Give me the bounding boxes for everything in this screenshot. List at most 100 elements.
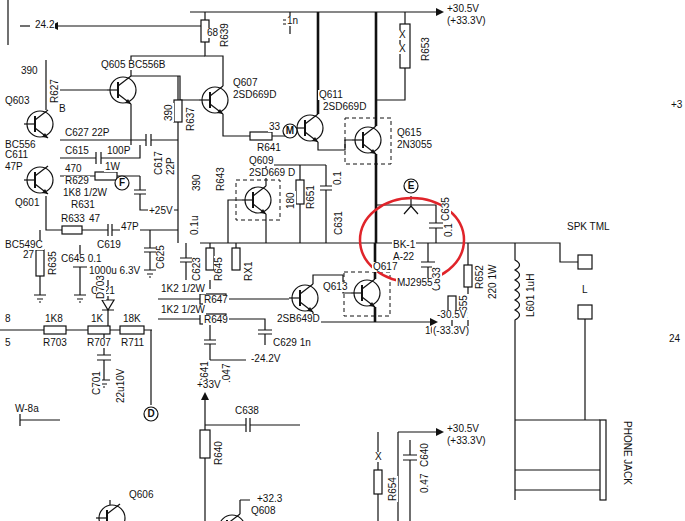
part-label: BK-1 xyxy=(392,240,416,250)
part-label: 470 xyxy=(64,164,83,174)
part-label: (-33.3V) xyxy=(432,326,470,336)
part-label: 390 xyxy=(164,103,174,122)
part-label: (+33.3V) xyxy=(446,436,487,446)
part-label: 390 xyxy=(20,66,39,76)
part-label: .047 xyxy=(222,363,232,384)
part-label: C615 xyxy=(64,146,90,156)
part-label: 0.1 xyxy=(333,170,343,186)
resistor-symbols xyxy=(36,20,606,500)
part-label: 0.1u xyxy=(190,215,200,236)
part-label: R652 xyxy=(475,264,485,290)
part-label: 1K xyxy=(90,314,104,324)
part-label: C625 xyxy=(156,244,166,270)
part-label: Q609 xyxy=(248,156,274,166)
part-label: 18K xyxy=(122,314,142,324)
part-label: -30.5V xyxy=(436,310,467,320)
part-label: R633 xyxy=(60,214,86,224)
part-label: C629 1n xyxy=(272,338,312,348)
part-label: 27 xyxy=(22,250,35,260)
part-label: W-8a xyxy=(14,404,40,414)
part-label: R647 xyxy=(203,295,229,305)
part-label: C638 xyxy=(234,406,260,416)
part-label: 22P xyxy=(166,156,176,176)
part-label: PHONE JACK xyxy=(622,420,632,486)
part-label: Q608 xyxy=(250,506,276,516)
part-label: R635 xyxy=(48,250,58,276)
part-label: +33V xyxy=(196,380,222,390)
wire-set xyxy=(0,0,600,521)
part-label: Q605 BC556B xyxy=(100,60,167,70)
part-label: +25V xyxy=(148,206,174,216)
part-label: C701 xyxy=(92,370,102,396)
part-label: R639 xyxy=(220,22,230,48)
marker-letter: M xyxy=(286,126,294,136)
part-label: R649 xyxy=(203,315,229,325)
part-label: X xyxy=(398,44,407,54)
part-label: 47P xyxy=(120,222,140,232)
part-label: Q615 xyxy=(396,128,422,138)
part-label: +3 xyxy=(670,100,683,110)
part-label: 8 xyxy=(4,314,12,324)
part-label: 1W xyxy=(104,162,121,172)
rail-arrows xyxy=(50,8,444,436)
part-label: R645 xyxy=(214,256,224,282)
part-label: X xyxy=(398,30,407,40)
part-label: R643 xyxy=(216,166,226,192)
marker-letter: D xyxy=(147,409,154,419)
part-label: R707 xyxy=(86,338,112,348)
part-label: C627 22P xyxy=(64,128,110,138)
part-label: 33 xyxy=(268,122,281,132)
part-label: C645 0.1 xyxy=(60,254,103,264)
part-label: Q613 xyxy=(322,282,348,292)
part-label: L601 1uH xyxy=(526,273,536,318)
part-label: C623 xyxy=(192,256,202,282)
part-label: 0.1 xyxy=(444,222,454,238)
part-label: 2SD669D xyxy=(322,102,367,112)
part-label: 2SD669D xyxy=(232,90,277,100)
part-label: D703 xyxy=(96,274,106,300)
part-label: 47P xyxy=(4,162,24,172)
part-label: C635 xyxy=(441,196,451,222)
part-label: +32.3 xyxy=(256,494,283,504)
part-label: R640 xyxy=(214,440,224,466)
part-label: 68 xyxy=(206,28,219,38)
part-label: SPK TML xyxy=(566,222,611,232)
part-label: 22u10V xyxy=(116,368,126,404)
part-label: +30.5V xyxy=(446,424,480,434)
part-label: Q607 xyxy=(232,78,258,88)
part-label: MJ2955 xyxy=(396,278,434,288)
part-label: 1K8 1/2W xyxy=(62,188,108,198)
part-label: R631 xyxy=(70,200,96,210)
part-label: 2N3055 xyxy=(396,140,433,150)
part-label: C631 xyxy=(334,210,344,236)
part-label: R703 xyxy=(42,338,68,348)
part-label: Q606 xyxy=(128,490,154,500)
part-label: C617 xyxy=(154,150,164,176)
part-label: BC549C xyxy=(4,240,44,250)
part-label: 390 xyxy=(192,173,202,192)
part-label: R629 xyxy=(64,176,90,186)
marker-letter: E xyxy=(408,181,415,191)
part-label: -24.2V xyxy=(250,354,281,364)
part-label: C640 xyxy=(420,442,430,468)
part-label: 24 xyxy=(668,334,681,344)
part-label: 1K8 xyxy=(44,314,64,324)
part-label: 220 1W xyxy=(488,264,498,300)
part-label: 2SB649D xyxy=(276,314,321,324)
part-label: A-22 xyxy=(392,252,415,262)
circled-marker: D xyxy=(143,406,159,422)
part-label: Q603 xyxy=(4,96,30,106)
transistor-symbols xyxy=(24,76,381,521)
part-label: R711 xyxy=(120,338,145,348)
part-label: 47 xyxy=(88,214,101,224)
part-label: R653 xyxy=(421,36,431,62)
part-label: Q601 xyxy=(14,198,40,208)
part-label: R637 xyxy=(186,106,196,132)
part-label: 100P xyxy=(106,146,131,156)
part-label: R654 xyxy=(388,476,398,502)
part-label: 5 xyxy=(4,338,12,348)
part-label: 1K2 1/2W xyxy=(160,305,206,315)
part-label: +30.5V xyxy=(446,4,480,14)
